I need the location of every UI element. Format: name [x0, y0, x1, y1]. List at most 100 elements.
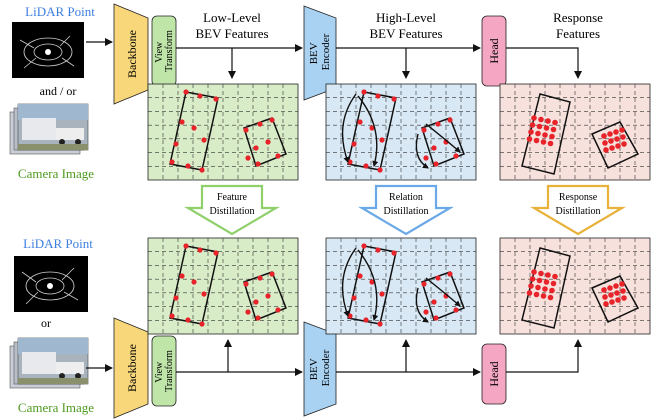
- keypoint: [197, 247, 203, 253]
- keypoints: [526, 115, 627, 153]
- keypoint: [547, 140, 554, 147]
- keypoint: [536, 123, 543, 130]
- lidar-point-label: LiDAR Point: [23, 236, 93, 251]
- stage-title-low-level: Low-Level BEV Features: [195, 10, 268, 41]
- keypoint: [369, 279, 375, 285]
- keypoint: [363, 163, 369, 169]
- keypoint: [391, 96, 397, 102]
- keypoint: [549, 133, 555, 140]
- lidar-point-label: LiDAR Point: [25, 4, 95, 19]
- lidar-point-image: [12, 22, 84, 78]
- keypoint: [351, 141, 357, 147]
- view-transform-block: [151, 335, 177, 407]
- lidar-point-image: [14, 256, 88, 312]
- keypoint: [253, 299, 259, 305]
- keypoint: [201, 291, 207, 297]
- keypoint: [550, 280, 557, 287]
- object-boxes: [521, 93, 640, 175]
- keypoint: [621, 141, 627, 147]
- keypoint: [201, 137, 207, 143]
- vehicle-box-right: [243, 117, 287, 167]
- keypoint: [197, 93, 203, 99]
- keypoint: [608, 138, 614, 144]
- keypoint: [540, 293, 547, 299]
- student-response-map: [499, 237, 651, 335]
- keypoints: [347, 89, 459, 173]
- bev-feature-maps: [147, 83, 651, 335]
- keypoint: [185, 163, 191, 169]
- low-level-line-1: Low-Level: [203, 10, 261, 25]
- keypoint: [538, 116, 544, 123]
- keypoint: [552, 273, 558, 280]
- relation-arc: [357, 95, 379, 167]
- keypoint: [423, 309, 429, 315]
- feature-distillation-arrow: Feature Distillation: [183, 184, 281, 236]
- feature-distillation-line-1: Feature: [217, 192, 248, 203]
- keypoint: [357, 119, 363, 125]
- keypoint: [538, 270, 544, 277]
- keypoint: [269, 117, 275, 123]
- keypoint: [269, 271, 275, 277]
- student-low-level-map: [147, 237, 299, 335]
- keypoint: [265, 139, 271, 145]
- feature-distillation-line-2: Distillation: [210, 206, 255, 217]
- relation-distillation-line-2: Distillation: [384, 206, 429, 217]
- keypoint: [536, 277, 543, 284]
- stage-title-response: Response Features: [553, 10, 603, 41]
- keypoint: [179, 273, 185, 279]
- keypoint: [179, 119, 185, 125]
- keypoints: [169, 89, 281, 173]
- relation-arc: [425, 123, 461, 153]
- vehicle-box-right: [421, 271, 465, 321]
- student-inputs: LiDAR Point or Camera Image: [9, 236, 94, 415]
- keypoint: [421, 127, 427, 133]
- bev-encoder-block: [303, 321, 337, 417]
- keypoint: [377, 167, 383, 173]
- response-distillation-arrow: Response Distillation: [529, 184, 627, 236]
- relation-arcs: [341, 93, 461, 169]
- keypoint: [191, 125, 197, 131]
- keypoint: [543, 125, 550, 131]
- camera-image-label: Camera Image: [18, 400, 94, 415]
- keypoint: [357, 273, 363, 279]
- keypoint: [613, 283, 619, 289]
- keypoint: [603, 147, 609, 153]
- keypoint: [531, 115, 537, 121]
- keypoint: [435, 275, 441, 281]
- keypoint: [369, 125, 375, 131]
- keypoint: [431, 145, 437, 151]
- keypoint: [275, 307, 281, 313]
- bev-encoder-line-1: BEV: [308, 42, 320, 64]
- keypoint: [528, 283, 534, 289]
- keypoint: [542, 286, 548, 292]
- student-pipeline: Backbone View Transform BEV Encoder Head: [86, 317, 582, 419]
- relation-arc: [341, 93, 357, 163]
- keypoint: [253, 145, 259, 151]
- keypoint: [173, 141, 179, 147]
- keypoint: [265, 293, 271, 299]
- high-level-line-1: High-Level: [376, 10, 436, 25]
- relation-arc: [357, 249, 379, 321]
- stage-title-high-level: High-Level BEV Features: [369, 10, 442, 41]
- keypoint: [601, 133, 607, 139]
- keypoint: [619, 281, 625, 287]
- relation-arcs: [341, 247, 461, 323]
- bev-encoder-line-1: BEV: [308, 358, 320, 380]
- keypoint: [533, 291, 540, 298]
- keypoint: [433, 161, 439, 167]
- backbone-block: [113, 317, 149, 419]
- bev-encoder-label: BEV Encoder: [308, 349, 332, 386]
- keypoint: [431, 299, 437, 305]
- response-distillation-line-1: Response: [559, 192, 598, 203]
- head-block: [481, 343, 507, 405]
- keypoint: [620, 288, 626, 294]
- keypoint: [375, 247, 381, 253]
- grid-lines: [326, 238, 476, 334]
- arrow-to-response-map: [506, 339, 582, 373]
- bev-encoder-line-2: Encoder: [320, 33, 332, 70]
- keypoint: [535, 130, 541, 137]
- response-box-left: [521, 93, 571, 175]
- relation-arc: [341, 247, 357, 317]
- keypoint: [613, 129, 619, 135]
